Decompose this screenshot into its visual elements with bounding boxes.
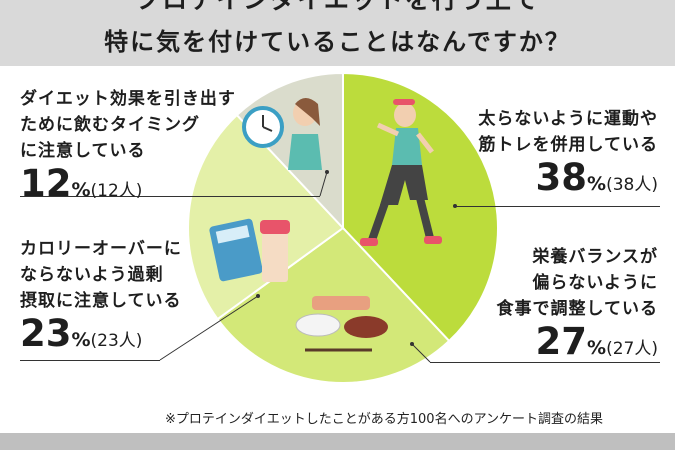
calculator-illustration	[209, 218, 290, 282]
label-12: ダイエット効果を引き出す ために飲むタイミング に注意している 12%(12人)	[20, 89, 236, 205]
runner-illustration	[360, 99, 442, 246]
title-line-1: プロテインダイエットを行う上で	[0, 0, 675, 16]
leader-23	[20, 360, 160, 361]
value-23: 23	[20, 312, 72, 355]
footer-bar	[0, 433, 675, 450]
label-38: 太らないように運動や 筋トレを併用している 38%(38人)	[478, 109, 658, 199]
leader-12	[20, 196, 320, 197]
label-23: カロリーオーバーに ならないよう過剰 摂取に注意している 23%(23人)	[20, 239, 182, 355]
value-27: 27	[535, 320, 588, 363]
meal-illustration	[295, 296, 388, 352]
timing-illustration	[242, 98, 322, 170]
value-12: 12	[20, 162, 72, 205]
leader-38	[455, 206, 660, 207]
footnote: ※プロテインダイエットしたことがある方100名へのアンケート調査の結果	[165, 412, 604, 427]
leader-27	[430, 362, 660, 363]
title-line-2: 特に気を付けていることはなんですか？	[104, 28, 571, 56]
value-38: 38	[535, 156, 588, 199]
title-banner: プロテインダイエットを行う上で 特に気を付けていることはなんですか？	[0, 0, 675, 66]
label-27: 栄養バランスが 偏らないように 食事で調整している 27%(27人)	[496, 247, 659, 363]
